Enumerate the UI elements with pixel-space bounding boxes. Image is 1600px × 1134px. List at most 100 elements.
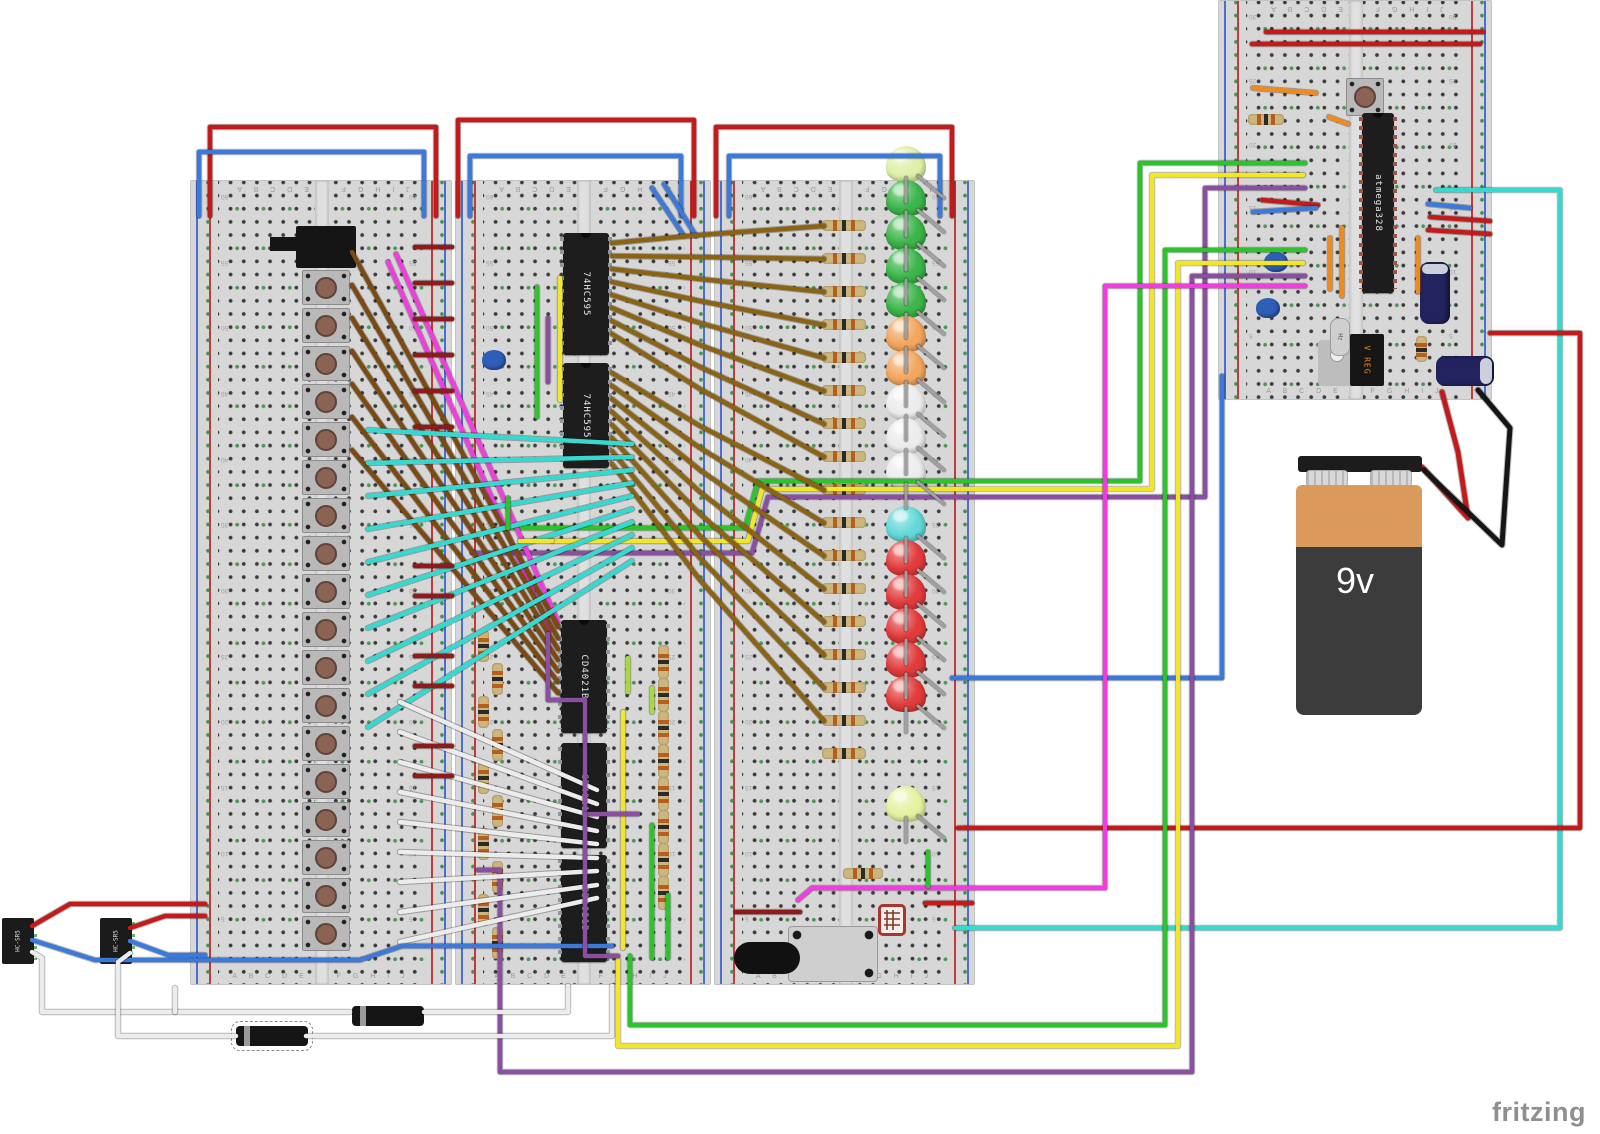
wire[interactable] (421, 983, 571, 1015)
led[interactable] (886, 786, 926, 822)
resistor[interactable] (658, 876, 669, 910)
led[interactable] (886, 350, 926, 386)
button-cap[interactable] (315, 314, 337, 337)
photoresistor[interactable] (878, 904, 906, 936)
push-button[interactable] (302, 574, 350, 609)
resistor[interactable] (822, 517, 866, 528)
resistor[interactable] (822, 550, 866, 561)
button-cap[interactable] (315, 770, 337, 793)
push-button[interactable] (302, 878, 350, 913)
push-button[interactable] (302, 270, 350, 305)
slide-switch[interactable] (270, 226, 356, 268)
resistor[interactable] (1248, 114, 1284, 125)
resistor[interactable] (658, 777, 669, 811)
push-button[interactable] (302, 422, 350, 457)
resistor[interactable] (822, 583, 866, 594)
push-button[interactable] (1346, 78, 1384, 116)
push-button[interactable] (302, 460, 350, 495)
resistor[interactable] (658, 645, 669, 679)
resistor[interactable] (478, 894, 489, 926)
resistor[interactable] (822, 253, 866, 264)
resistor[interactable] (658, 843, 669, 877)
led[interactable] (886, 452, 926, 488)
button-cap[interactable] (315, 922, 337, 945)
button-cap[interactable] (315, 542, 337, 565)
push-button[interactable] (302, 346, 350, 381)
button-cap[interactable] (315, 732, 337, 755)
diode[interactable] (231, 1021, 313, 1051)
resistor[interactable] (478, 828, 489, 860)
resistor[interactable] (822, 286, 866, 297)
button-cap[interactable] (315, 352, 337, 375)
push-button[interactable] (302, 840, 350, 875)
push-button[interactable] (302, 650, 350, 685)
ic-74hc595[interactable]: 74HC595 (560, 233, 612, 355)
sensor-module[interactable]: HC-SR5 (2, 918, 37, 964)
ic-cd4021b[interactable]: CD4021B (558, 620, 610, 733)
led[interactable] (886, 418, 926, 454)
resistor[interactable] (658, 711, 669, 745)
led[interactable] (886, 574, 926, 610)
push-button[interactable] (302, 916, 350, 951)
resistor[interactable] (822, 352, 866, 363)
ic-cd4021b[interactable]: CD4021B (558, 855, 610, 962)
ceramic-capacitor[interactable] (1256, 298, 1280, 318)
button-cap[interactable] (315, 846, 337, 869)
push-button[interactable] (302, 764, 350, 799)
electrolytic-capacitor[interactable] (1420, 262, 1450, 324)
led[interactable] (886, 384, 926, 420)
crystal-oscillator[interactable]: Hz (1330, 318, 1350, 356)
resistor[interactable] (658, 810, 669, 844)
wire[interactable] (949, 373, 1225, 681)
battery-9v[interactable]: 9v (1294, 456, 1424, 718)
button-cap[interactable] (315, 466, 337, 489)
resistor[interactable] (822, 319, 866, 330)
resistor[interactable] (492, 663, 503, 695)
voltage-regulator[interactable]: V REG (1350, 334, 1384, 386)
push-button[interactable] (302, 802, 350, 837)
button-cap[interactable] (315, 580, 337, 603)
resistor[interactable] (478, 696, 489, 728)
electrolytic-capacitor[interactable] (1436, 356, 1494, 386)
resistor[interactable] (822, 616, 866, 627)
switch-lever[interactable] (270, 237, 298, 251)
potentiometer[interactable] (788, 926, 878, 982)
button-cap[interactable] (315, 884, 337, 907)
resistor[interactable] (478, 762, 489, 794)
resistor[interactable] (843, 868, 883, 879)
resistor[interactable] (822, 682, 866, 693)
wire[interactable] (1419, 389, 1471, 521)
resistor[interactable] (822, 451, 866, 462)
button-cap[interactable] (315, 808, 337, 831)
resistor[interactable] (478, 630, 489, 662)
resistor[interactable] (822, 418, 866, 429)
wire[interactable] (1421, 387, 1513, 548)
push-button[interactable] (302, 498, 350, 533)
resistor[interactable] (492, 729, 503, 761)
led[interactable] (886, 180, 926, 216)
button-cap[interactable] (315, 618, 337, 641)
led[interactable] (886, 146, 926, 182)
resistor[interactable] (492, 795, 503, 827)
led[interactable] (886, 214, 926, 250)
wire[interactable] (955, 330, 1583, 831)
resistor[interactable] (822, 748, 866, 759)
led[interactable] (886, 316, 926, 352)
resistor[interactable] (658, 744, 669, 778)
button-cap[interactable] (315, 428, 337, 451)
resistor[interactable] (822, 649, 866, 660)
push-button[interactable] (302, 688, 350, 723)
resistor[interactable] (492, 861, 503, 893)
push-button[interactable] (302, 536, 350, 571)
button-cap[interactable] (315, 656, 337, 679)
button-cap[interactable] (315, 504, 337, 527)
ceramic-capacitor[interactable] (1264, 252, 1288, 272)
resistor[interactable] (658, 678, 669, 712)
resistor[interactable] (822, 385, 866, 396)
button-cap[interactable] (1354, 86, 1376, 108)
push-button[interactable] (302, 612, 350, 647)
resistor[interactable] (822, 220, 866, 231)
ic-74hc595[interactable]: 74HC595 (560, 363, 612, 468)
resistor[interactable] (1416, 336, 1427, 362)
resistor[interactable] (492, 927, 503, 959)
